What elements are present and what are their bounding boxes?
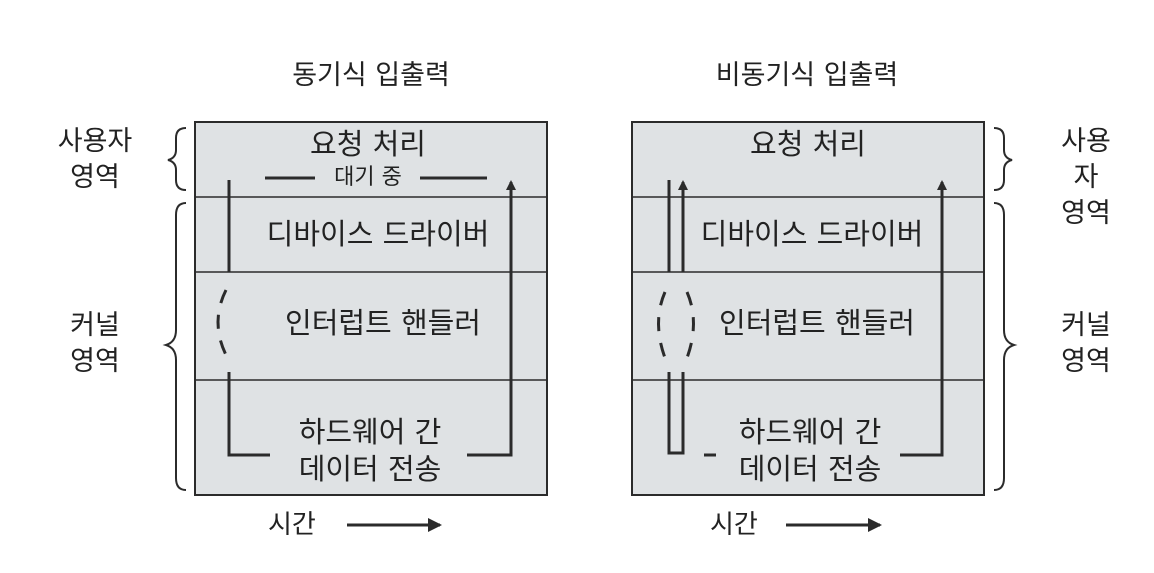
sync-flow-bottom-left <box>227 372 270 457</box>
sync-interrupt-handler-label: 인터럽트 핸들러 <box>285 306 481 340</box>
sync-flow-dashed-interrupt <box>216 289 228 356</box>
async-request-processing-label: 요청 처리 <box>750 127 866 161</box>
async-flow-dashed-interrupt-right <box>685 291 695 359</box>
async-title: 비동기식 입출력 <box>715 60 899 91</box>
sync-panel-box <box>194 121 548 496</box>
async-hardware-transfer-line1: 하드웨어 간 <box>738 415 882 449</box>
sync-hardware-transfer-line2: 데이터 전송 <box>298 452 442 486</box>
sync-panel <box>162 121 548 532</box>
async-device-driver-label: 디바이스 드라이버 <box>700 217 924 251</box>
sync-request-processing-label: 요청 처리 <box>310 127 426 161</box>
async-interrupt-handler-label: 인터럽트 핸들러 <box>719 306 915 340</box>
async-hardware-transfer-line2: 데이터 전송 <box>738 452 882 486</box>
sync-device-driver-label: 디바이스 드라이버 <box>266 217 490 251</box>
async-flow-bottom-u <box>667 372 685 455</box>
async-flow-dashed-interrupt-left <box>657 291 667 359</box>
async-kernel-space-brace <box>993 202 1018 491</box>
sync-title: 동기식 입출력 <box>292 60 450 91</box>
sync-hardware-transfer-line1: 하드웨어 간 <box>298 415 442 449</box>
sync-waiting-label: 대기 중 <box>334 165 402 190</box>
async-kernel-space-label: 커널 영역 <box>1061 310 1111 377</box>
sync-kernel-space-label: 커널 영역 <box>70 310 120 377</box>
async-user-space-label: 사용자 영역 <box>1061 126 1111 229</box>
sync-time-label: 시간 <box>268 510 316 540</box>
sync-user-space-label: 사용자 영역 <box>57 126 133 193</box>
async-flow-return-arrow <box>900 180 947 457</box>
async-panel <box>631 121 1018 532</box>
sync-user-space-brace <box>167 127 187 191</box>
sync-flow-return-arrow <box>467 180 516 457</box>
async-time-label: 시간 <box>710 510 758 540</box>
async-user-space-brace <box>993 127 1013 191</box>
async-panel-box <box>631 121 985 496</box>
sync-kernel-space-brace <box>162 202 187 491</box>
